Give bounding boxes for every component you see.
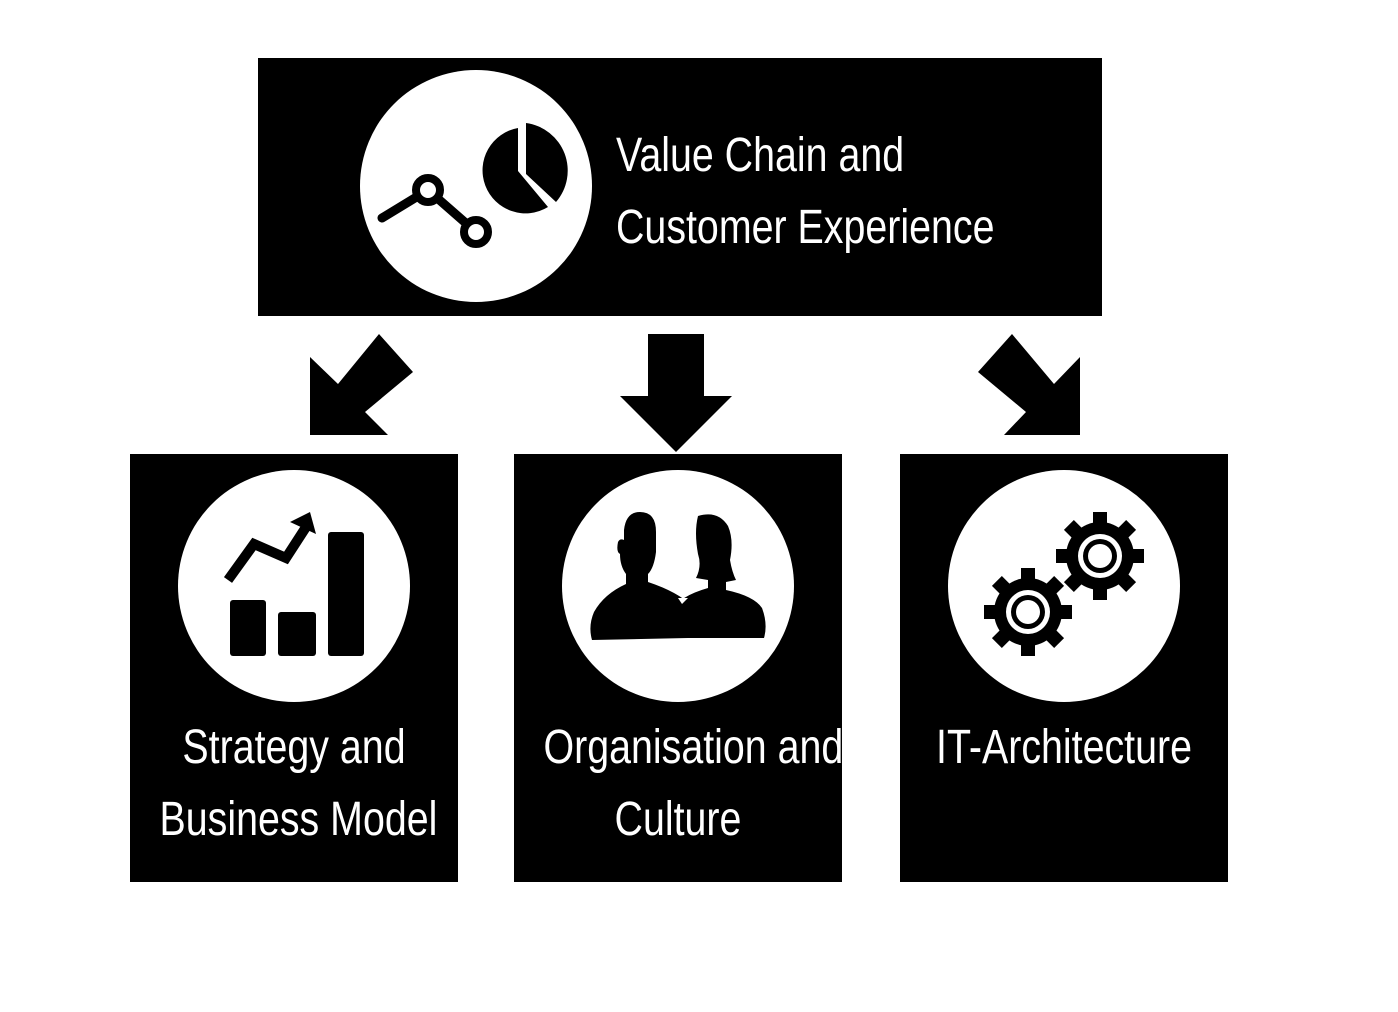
growth-bar-chart-icon [223,512,364,656]
strategy-icon-circle [178,470,410,702]
organisation-box: Organisation and Culture [514,454,844,882]
value-chain-title: Value Chain and Customer Experience [616,120,994,264]
people-icon [590,512,766,640]
strategy-title-line2: Business Model [159,793,438,846]
value-chain-icon-circle [360,70,592,302]
value-chain-title-line2: Customer Experience [616,201,995,254]
strategy-title: Strategy and Business Model [130,712,458,856]
organisation-icon-circle [562,470,794,702]
organisation-title: Organisation and Culture [514,712,844,856]
gears-icon [984,512,1144,656]
value-chain-title-line1: Value Chain and [616,129,905,182]
strategy-box: Strategy and Business Model [130,454,458,882]
arrow-down-icon [620,334,732,452]
arrow-down-right-icon [978,334,1080,435]
value-chain-box: Value Chain and Customer Experience [258,58,1102,316]
it-architecture-title: IT-Architecture [900,712,1228,784]
strategy-title-line1: Strategy and [182,721,406,774]
it-architecture-title-line1: IT-Architecture [936,721,1192,774]
it-architecture-box: IT-Architecture [900,454,1228,882]
organisation-title-line2: Culture [614,793,742,846]
line-and-pie-chart-icon [377,123,568,248]
organisation-title-line1: Organisation and [543,721,844,774]
arrow-down-left-icon [310,334,413,435]
it-architecture-icon-circle [948,470,1180,702]
